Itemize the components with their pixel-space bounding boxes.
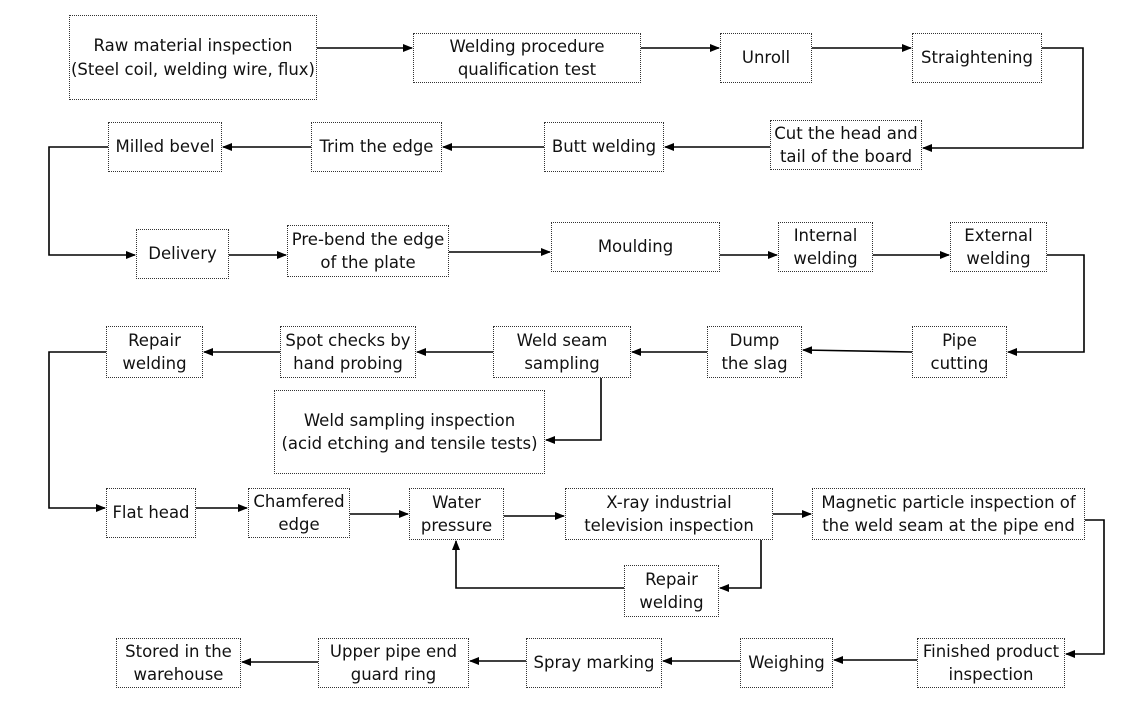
step-label-line: Finished product	[922, 641, 1060, 661]
step-label-line: Dump	[729, 330, 780, 350]
step-label-line: Flat head	[112, 503, 190, 523]
step-label-line: tail of the board	[779, 147, 913, 166]
step-butt: Butt welding	[544, 122, 664, 172]
arrow-magnetic-to-finished	[1065, 519, 1105, 658]
step-delivery: Delivery	[136, 229, 229, 279]
step-label-line: Pipe	[942, 330, 977, 350]
step-spray: Spray marking	[526, 638, 662, 688]
arrow-xray-to-repair2	[719, 540, 762, 592]
step-label-line: pressure	[420, 516, 493, 535]
arrow-repair2-to-water	[452, 540, 624, 589]
step-label-line: Water	[432, 492, 481, 512]
arrow-milled-to-delivery	[48, 146, 136, 259]
step-water: Water pressure	[409, 488, 504, 540]
step-label-line: Upper pipe end	[329, 641, 458, 661]
step-pipecut: Pipe cutting	[912, 326, 1007, 378]
step-label-line: Raw material inspection	[93, 36, 293, 56]
step-flathead: Flat head	[106, 488, 196, 538]
step-dump: Dump the slag	[707, 326, 802, 378]
step-cuthead: Cut the head and tail of the board	[770, 120, 922, 170]
step-chamfer: Chamfered edge	[248, 488, 350, 538]
step-wpqt: Welding procedure qualification test	[413, 33, 641, 83]
step-label-line: Milled bevel	[115, 137, 215, 157]
step-upper: Upper pipe end guard ring	[318, 638, 469, 688]
step-label-line: qualification test	[457, 60, 597, 79]
step-weldinsp: Weld sampling inspection (acid etching an…	[274, 390, 545, 474]
step-label-line: Spot checks by	[285, 330, 411, 350]
step-label-line: guard ring	[350, 665, 437, 684]
step-trim: Trim the edge	[311, 122, 442, 172]
step-internal: Internal welding	[778, 222, 873, 272]
step-milled: Milled bevel	[108, 122, 222, 172]
arrow-repair1-to-flathead	[48, 351, 106, 512]
step-label-line: welding	[793, 249, 858, 268]
arrow-seamsamp-to-weldinsp	[545, 378, 602, 444]
step-moulding: Moulding	[551, 222, 720, 272]
step-label-line: welding	[966, 249, 1031, 268]
step-prebend: Pre-bend the edge of the plate	[287, 225, 449, 277]
arrow-pipecut-to-dump	[802, 346, 913, 355]
step-label-line: Repair	[128, 330, 181, 350]
step-label-line: External	[964, 225, 1033, 245]
step-label-line: Pre-bend the edge	[291, 229, 445, 249]
step-xray: X-ray industrial television inspection	[565, 488, 773, 540]
step-magnetic: Magnetic particle inspection of the weld …	[812, 488, 1085, 540]
step-label-line: Internal	[793, 225, 858, 245]
step-label-line: (acid etching and tensile tests)	[281, 434, 538, 453]
step-label-line: Straightening	[921, 48, 1033, 68]
step-label-line: hand probing	[293, 354, 403, 373]
step-label-line: of the plate	[320, 253, 416, 272]
step-label-line: X-ray industrial	[606, 492, 732, 512]
step-label-line: Weld seam	[516, 330, 608, 350]
step-unroll: Unroll	[720, 33, 812, 83]
step-label-line: Magnetic particle inspection of	[821, 492, 1076, 512]
step-weighing: Weighing	[740, 638, 833, 688]
step-label-line: welding	[122, 354, 187, 373]
step-label-line: Weighing	[748, 653, 825, 673]
step-repair1: Repair welding	[106, 326, 203, 378]
step-label-line: Trim the edge	[319, 137, 434, 157]
step-label-line: Repair	[645, 569, 698, 589]
step-label-line: Welding procedure	[449, 36, 605, 56]
step-seamsamp: Weld seam sampling	[493, 326, 631, 378]
step-finished: Finished product inspection	[917, 638, 1065, 688]
step-label-line: (Steel coil, welding wire, flux)	[71, 59, 315, 79]
step-repair2: Repair welding	[624, 565, 719, 617]
step-label-line: inspection	[948, 665, 1034, 684]
step-label-line: welding	[639, 593, 704, 612]
step-label-line: Cut the head and	[774, 123, 918, 143]
step-label-line: Weld sampling inspection	[303, 410, 516, 430]
step-label-line: cutting	[930, 354, 989, 373]
step-label-line: warehouse	[133, 665, 224, 684]
step-label-line: Moulding	[597, 237, 674, 257]
step-stored: Stored in the warehouse	[116, 638, 241, 688]
step-label-line: the weld seam at the pipe end	[822, 516, 1075, 535]
step-label-line: edge	[278, 515, 320, 534]
step-label-line: Spray marking	[533, 653, 655, 673]
step-label-line: sampling	[524, 354, 600, 373]
step-external: External welding	[950, 222, 1047, 272]
step-label-line: the slag	[721, 354, 788, 373]
step-label-line: Butt welding	[551, 137, 657, 157]
step-raw: Raw material inspection (Steel coil, weld…	[69, 15, 317, 100]
step-label-line: Chamfered	[253, 491, 345, 511]
step-label-line: Unroll	[741, 48, 791, 68]
arrow-straighten-to-cuthead	[922, 47, 1084, 152]
arrow-external-to-pipecut	[1007, 254, 1085, 356]
step-label-line: Delivery	[148, 244, 217, 264]
step-straighten: Straightening	[912, 33, 1042, 83]
step-spot: Spot checks by hand probing	[280, 326, 416, 378]
step-label-line: television inspection	[584, 516, 754, 535]
step-label-line: Stored in the	[125, 641, 232, 661]
